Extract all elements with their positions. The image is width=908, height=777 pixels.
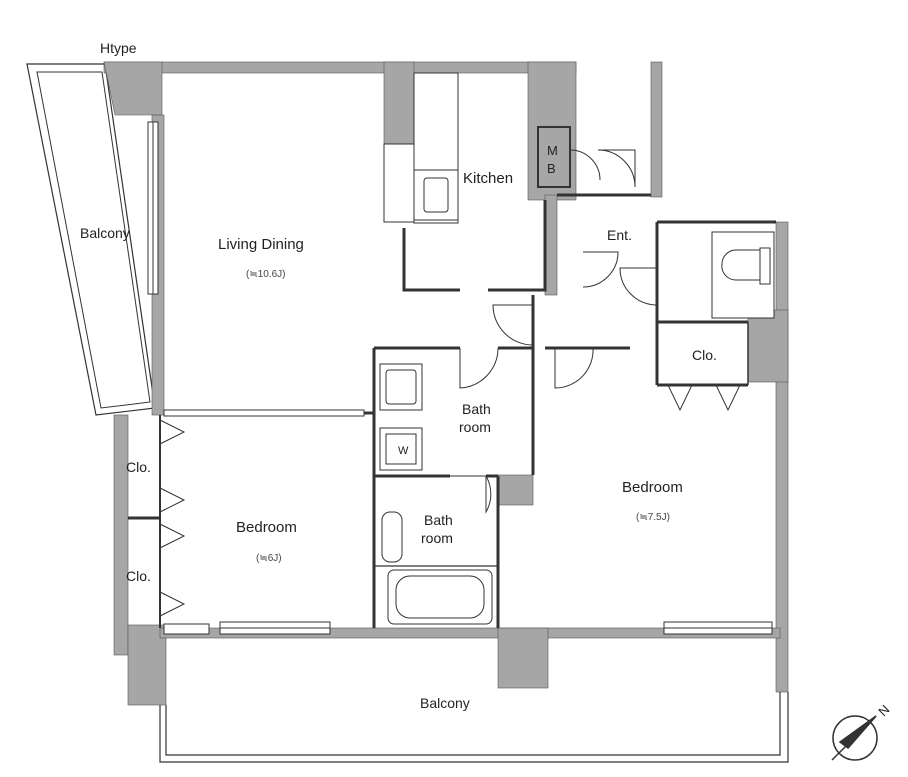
compass-icon bbox=[831, 715, 878, 761]
toilet bbox=[711, 231, 775, 319]
bathroom-lower-label-1: Bath bbox=[424, 512, 453, 528]
south-balcony-label: Balcony bbox=[420, 695, 470, 711]
mb-label-bottom: B bbox=[547, 161, 556, 176]
structural-walls bbox=[103, 61, 789, 706]
bedroom-east-size: (≒7.5J) bbox=[636, 512, 670, 523]
bedroom-east-label: Bedroom bbox=[622, 479, 683, 496]
south-balcony bbox=[159, 692, 789, 763]
windows bbox=[147, 121, 773, 635]
washer-label: W bbox=[398, 445, 409, 457]
bathroom-lower-label-2: room bbox=[421, 530, 453, 546]
living-dining-size: (≒10.6J) bbox=[246, 269, 286, 280]
kitchen-counters bbox=[383, 72, 459, 224]
entrance-label: Ent. bbox=[607, 227, 632, 243]
plan-type-label: Htype bbox=[100, 40, 137, 56]
closet-doors bbox=[159, 384, 741, 617]
doors bbox=[450, 149, 658, 514]
bathroom-upper-label-1: Bath bbox=[462, 401, 491, 417]
closet-west-lower-label: Clo. bbox=[126, 568, 151, 584]
closet-west-upper-label: Clo. bbox=[126, 459, 151, 475]
bathroom-upper-label-2: room bbox=[459, 419, 491, 435]
bedroom-west-size: (≒6J) bbox=[256, 553, 282, 564]
bedroom-west-label: Bedroom bbox=[236, 519, 297, 536]
living-dining-label: Living Dining bbox=[218, 236, 304, 253]
kitchen-label: Kitchen bbox=[463, 170, 513, 187]
mb-label-top: M bbox=[547, 143, 558, 158]
bath-fixtures bbox=[379, 363, 493, 625]
closet-east-label: Clo. bbox=[692, 347, 717, 363]
compass-north-label: N bbox=[875, 702, 892, 719]
west-balcony-label: Balcony bbox=[80, 225, 130, 241]
